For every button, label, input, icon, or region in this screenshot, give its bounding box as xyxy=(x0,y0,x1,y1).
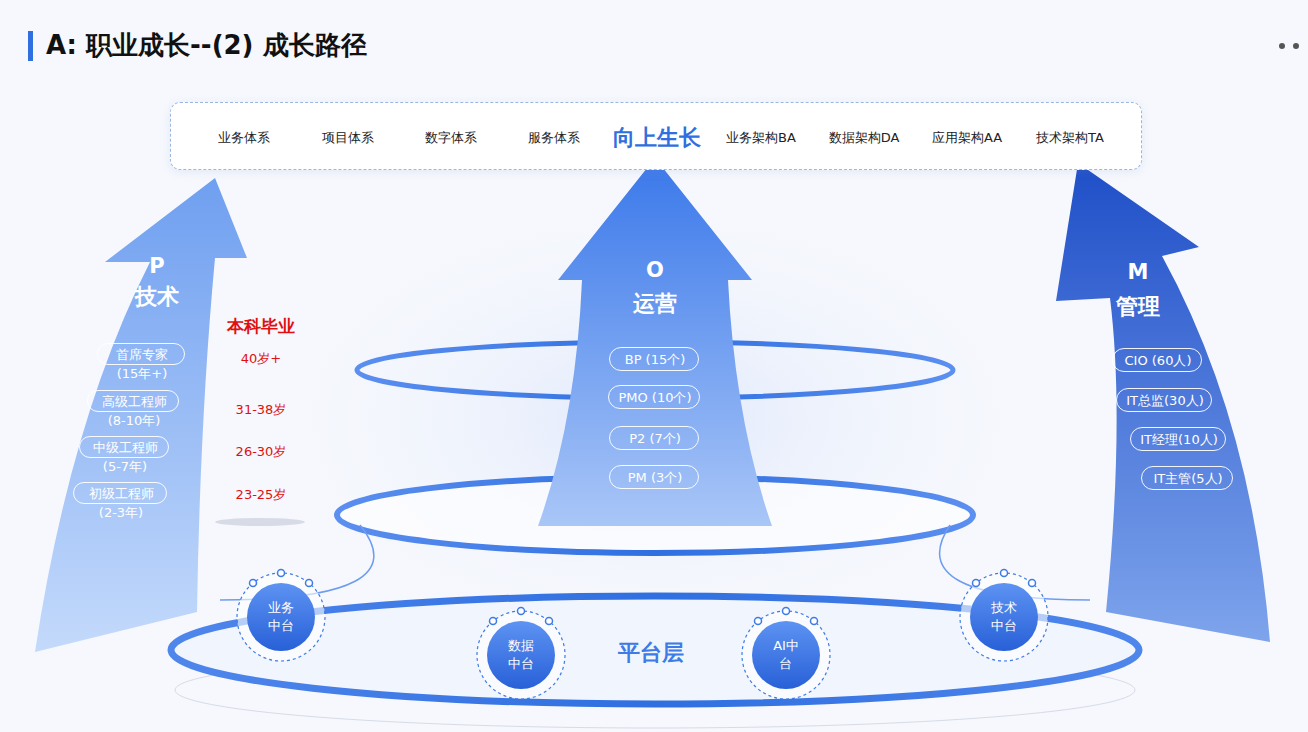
node-text: 技术架构TA xyxy=(1036,130,1104,146)
node-text: (2-3年) xyxy=(99,505,143,521)
node-text: 首席专家 xyxy=(116,347,168,363)
platform-circle: 技术中台 xyxy=(958,571,1050,663)
level-pill: 高级工程师(8-10年) xyxy=(87,390,179,412)
node-text: PM (3个) xyxy=(628,470,683,486)
node-text: 数据中台 xyxy=(506,637,536,672)
node-text: 平台层 xyxy=(618,640,684,666)
node-text: P xyxy=(149,254,164,279)
ring-dot xyxy=(973,580,980,587)
node-text: IT主管(5人) xyxy=(1153,471,1222,487)
node-text: 初级工程师 xyxy=(89,486,154,502)
node-text: 业务架构BA xyxy=(726,130,796,146)
dashed-ring xyxy=(237,573,325,661)
node-text: M xyxy=(1128,260,1149,285)
node-text: IT总监(30人) xyxy=(1126,393,1203,409)
ring-dot xyxy=(518,608,525,615)
node-text: (5-7年) xyxy=(103,459,147,475)
ring-dot xyxy=(546,618,553,625)
node-text: 数据架构DA xyxy=(829,130,900,146)
level-pill: PM (3个) xyxy=(609,465,699,489)
arrow-body xyxy=(35,178,247,652)
ring-dot xyxy=(1029,580,1036,587)
circle-shape xyxy=(235,571,327,663)
age-label: 26-30岁 xyxy=(236,443,287,461)
title-bar xyxy=(28,31,33,61)
platform-circle: AI中台 xyxy=(740,609,832,701)
node-text: (8-10年) xyxy=(108,413,161,429)
arrow-body xyxy=(1056,163,1270,642)
node-text: 管理 xyxy=(1116,294,1160,320)
node-text: 服务体系 xyxy=(528,130,580,146)
node-text: P2 (7个) xyxy=(629,431,681,447)
platform-circle: 业务中台 xyxy=(235,571,327,663)
page-title: A: 职业成长--(2) 成长路径 xyxy=(46,28,367,63)
growth-arrow: M 管理 CIO (60人) IT总监(30人) IT经理(10人) IT主管(5人) xyxy=(1050,158,1276,648)
growth-arrow: P技术首席专家(15年+)高级工程师(8-10年)中级工程师(5-7年)初级工程… xyxy=(30,172,255,657)
dot xyxy=(1293,43,1299,49)
node-text: 业务体系 xyxy=(218,130,270,146)
node-text: 中级工程师 xyxy=(93,440,158,456)
ring-dot xyxy=(1001,570,1008,577)
ring-dot xyxy=(811,618,818,625)
age-label: 31-38岁 xyxy=(236,401,287,419)
node-text: AI中台 xyxy=(771,637,801,672)
node-text: 高级工程师 xyxy=(102,394,167,410)
level-pill: PMO (10个) xyxy=(608,385,699,409)
platform-circle: 数据中台 xyxy=(475,609,567,701)
dot xyxy=(1279,43,1285,49)
level-pill: IT经理(10人) xyxy=(1130,427,1225,451)
node-text: 项目体系 xyxy=(322,130,374,146)
level-pill: 中级工程师(5-7年) xyxy=(79,436,169,458)
node-text: PMO (10个) xyxy=(618,390,691,406)
growth-arrow: O 运营 BP (15个) PMO (10个) P2 (7个) PM (3个) xyxy=(535,154,777,530)
ring-dot xyxy=(278,570,285,577)
ring-dot xyxy=(250,580,257,587)
arrow-body xyxy=(538,158,772,526)
node-text: (15年+) xyxy=(117,366,168,382)
node-text: O xyxy=(646,258,664,283)
node-text: 技术 xyxy=(135,284,179,310)
node-text: 业务中台 xyxy=(266,599,296,634)
node-text: 技术中台 xyxy=(989,599,1019,634)
node-text: 数字体系 xyxy=(425,130,477,146)
circle-shape xyxy=(475,609,567,701)
node-text: 运营 xyxy=(633,291,677,317)
circle-shape xyxy=(740,609,832,701)
age-heading: 本科毕业 xyxy=(227,315,295,338)
platform-layer: 平台层 业务中台数据中台 AI中台 技术中台 xyxy=(160,565,1150,725)
age-label: 40岁+ xyxy=(241,350,281,368)
node-text: CIO (60人) xyxy=(1125,353,1192,369)
node-text: 应用架构AA xyxy=(932,130,1002,146)
ring-dot xyxy=(306,580,313,587)
category-band: 业务体系 项目体系 数字体系 服务体系 向上生长 业务架构BA 数据架构DA 应用架构AA 技术… xyxy=(170,102,1142,170)
ring-dot xyxy=(783,608,790,615)
dashed-ring xyxy=(960,573,1048,661)
level-pill: 首席专家(15年+) xyxy=(97,343,185,365)
level-pill: CIO (60人) xyxy=(1112,348,1202,372)
dashed-ring xyxy=(742,611,830,699)
circle-fill xyxy=(752,621,820,689)
age-label: 23-25岁 xyxy=(236,486,287,504)
level-pill: 初级工程师(2-3年) xyxy=(73,482,167,504)
node-text: IT经理(10人) xyxy=(1140,432,1217,448)
dashed-ring xyxy=(477,611,565,699)
node-text: BP (15个) xyxy=(625,352,686,368)
circle-fill xyxy=(247,583,315,651)
circle-fill xyxy=(487,621,555,689)
ring-dot xyxy=(755,618,762,625)
level-pill: BP (15个) xyxy=(609,347,699,371)
band-heading: 向上生长 xyxy=(613,125,701,151)
circle-shape xyxy=(958,571,1050,663)
level-pill: P2 (7个) xyxy=(609,426,699,450)
ring-dot xyxy=(490,618,497,625)
level-pill: IT总监(30人) xyxy=(1116,388,1211,412)
level-pill: IT主管(5人) xyxy=(1141,466,1233,490)
circle-fill xyxy=(970,583,1038,651)
shadow xyxy=(215,518,305,526)
